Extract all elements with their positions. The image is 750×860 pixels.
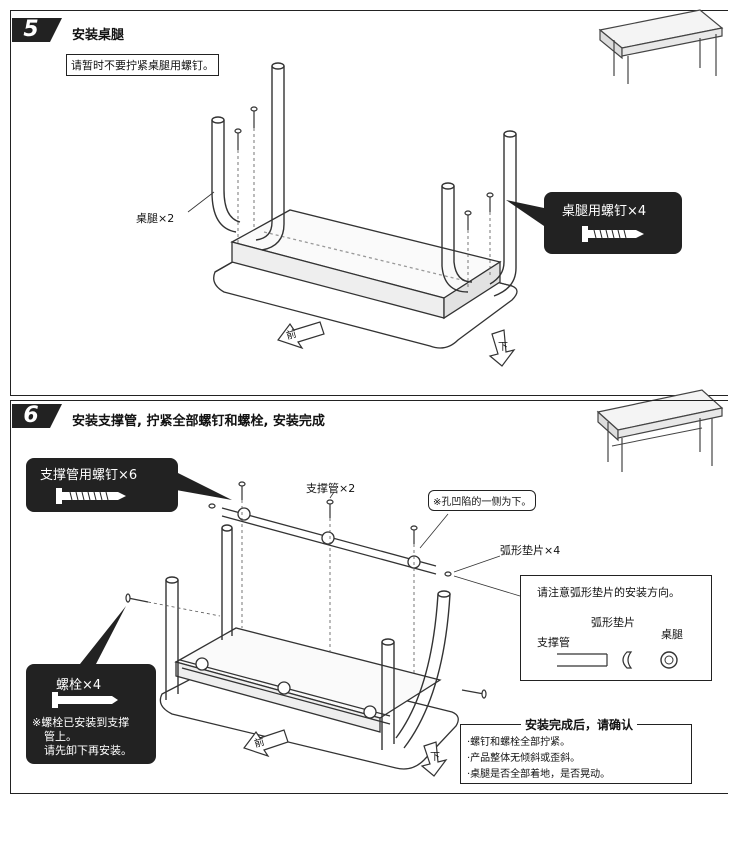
washer-hint-leg-label: 桌腿	[661, 628, 683, 641]
tabletop-5	[213, 209, 518, 349]
down-label-6: 下	[430, 752, 440, 763]
checklist-item-2: ·产品整体无倾斜或歪斜。	[467, 753, 581, 764]
screw-icon	[582, 226, 644, 242]
legs-6	[165, 524, 451, 750]
completion-checklist: 安装完成后，请确认 ·螺钉和螺栓全部拧紧。 ·产品整体无倾斜或歪斜。 ·桌腿是否…	[460, 716, 692, 784]
washer-hint-title: 请注意弧形垫片的安装方向。	[537, 586, 680, 599]
washer-hint-tube-label: 支撑管	[537, 636, 570, 649]
checklist-item-3: ·桌腿是否全部着地，是否晃动。	[467, 769, 611, 780]
step-6-number: 6	[12, 404, 62, 428]
down-arrow-5	[488, 329, 516, 367]
washer-hint-box: 请注意弧形垫片的安装方向。 支撑管 弧形垫片 桌腿	[520, 575, 712, 681]
washer-diagram	[557, 651, 678, 669]
leg-right-5	[441, 130, 517, 297]
washer-label: 弧形垫片×4	[500, 544, 561, 557]
washer-hint-washer-label: 弧形垫片	[591, 616, 635, 629]
screw-callout-5-text: 桌腿用螺钉×4	[562, 204, 647, 219]
support-tube-label: 支撑管×2	[306, 482, 356, 495]
desk-thumbnail-5	[598, 9, 724, 84]
upper-support-tube-6	[221, 507, 437, 575]
bolt-note-3: 请先卸下再安装。	[44, 744, 132, 757]
down-label-5: 下	[498, 342, 508, 353]
down-arrow-6	[420, 741, 448, 777]
lower-support-tube-6	[179, 657, 391, 725]
step-5-panel	[10, 10, 728, 396]
support-screw-callout: 支撑管用螺钉×6	[26, 458, 178, 512]
checklist-item-1: ·螺钉和螺栓全部拧紧。	[467, 737, 571, 748]
bolt-icon	[52, 692, 118, 708]
leg-left-5	[211, 62, 285, 251]
front-arrow-6	[243, 729, 289, 758]
step-5-number: 5	[12, 18, 62, 42]
step-5-title: 安装桌腿	[72, 28, 125, 43]
step-6-panel	[10, 400, 728, 794]
front-arrow-5	[277, 321, 325, 350]
screw-icon	[56, 488, 126, 504]
screws-5	[234, 106, 494, 230]
leg-label-5: 桌腿×2	[136, 212, 175, 225]
bolt-callout: 螺栓×4 ※螺栓已安装到支撑 管上。 请先卸下再安装。	[26, 664, 156, 764]
step-5-note: 请暂时不要拧紧桌腿用螺钉。	[66, 54, 219, 76]
step-6-title: 安装支撑管, 拧紧全部螺钉和螺栓, 安装完成	[72, 414, 325, 429]
hole-note: ※孔凹陷的一侧为下。	[428, 490, 537, 511]
screw-callout-5: 桌腿用螺钉×4	[544, 192, 682, 254]
bolt-note-2: 管上。	[44, 730, 77, 743]
bolt-note-1: ※螺栓已安装到支撑	[32, 716, 130, 729]
bolt-callout-title: 螺栓×4	[56, 678, 102, 693]
checklist-title: 安装完成后，请确认	[521, 716, 638, 733]
support-screw-callout-text: 支撑管用螺钉×6	[40, 468, 138, 483]
